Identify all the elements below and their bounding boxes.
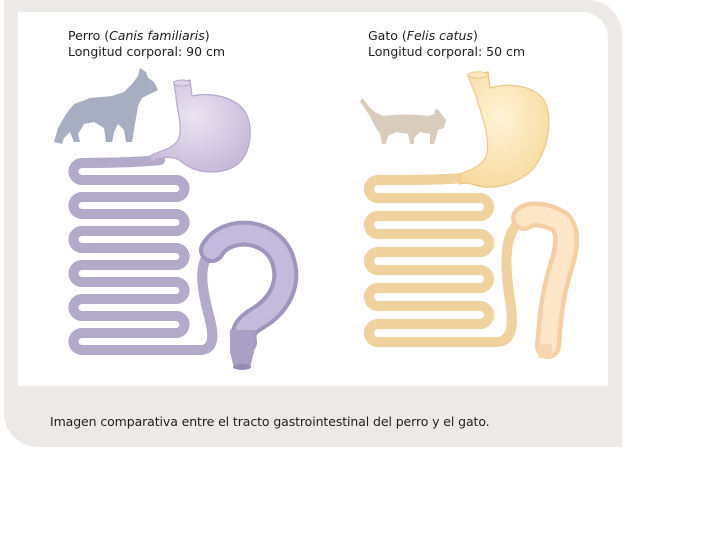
- dog-silhouette-icon: [54, 68, 158, 144]
- dog-stomach: [149, 79, 251, 173]
- figure-caption: Imagen comparativa entre el tracto gastr…: [50, 414, 490, 429]
- dog-small-intestine: [74, 155, 219, 355]
- dog-length-label: Longitud corporal:: [68, 44, 183, 59]
- cat-silhouette-icon: [360, 98, 446, 144]
- cat-length-label: Longitud corporal:: [368, 44, 483, 59]
- cat-length-value: 50 cm: [486, 44, 526, 59]
- cat-name: Gato: [368, 28, 398, 43]
- dog-label: Perro (Canis familiaris) Longitud corpor…: [68, 28, 226, 59]
- cat-large-intestine: [511, 201, 579, 359]
- cat-species: Felis catus: [406, 28, 473, 43]
- dog-length-value: 90 cm: [186, 44, 226, 59]
- dog-large-intestine: [199, 220, 299, 370]
- dog-name: Perro: [68, 28, 101, 43]
- cat-stomach: [459, 71, 550, 188]
- cat-label: Gato (Felis catus) Longitud corporal: 50…: [368, 28, 526, 59]
- cat-small-intestine: [369, 173, 527, 347]
- dog-species: Canis familiaris: [109, 28, 205, 43]
